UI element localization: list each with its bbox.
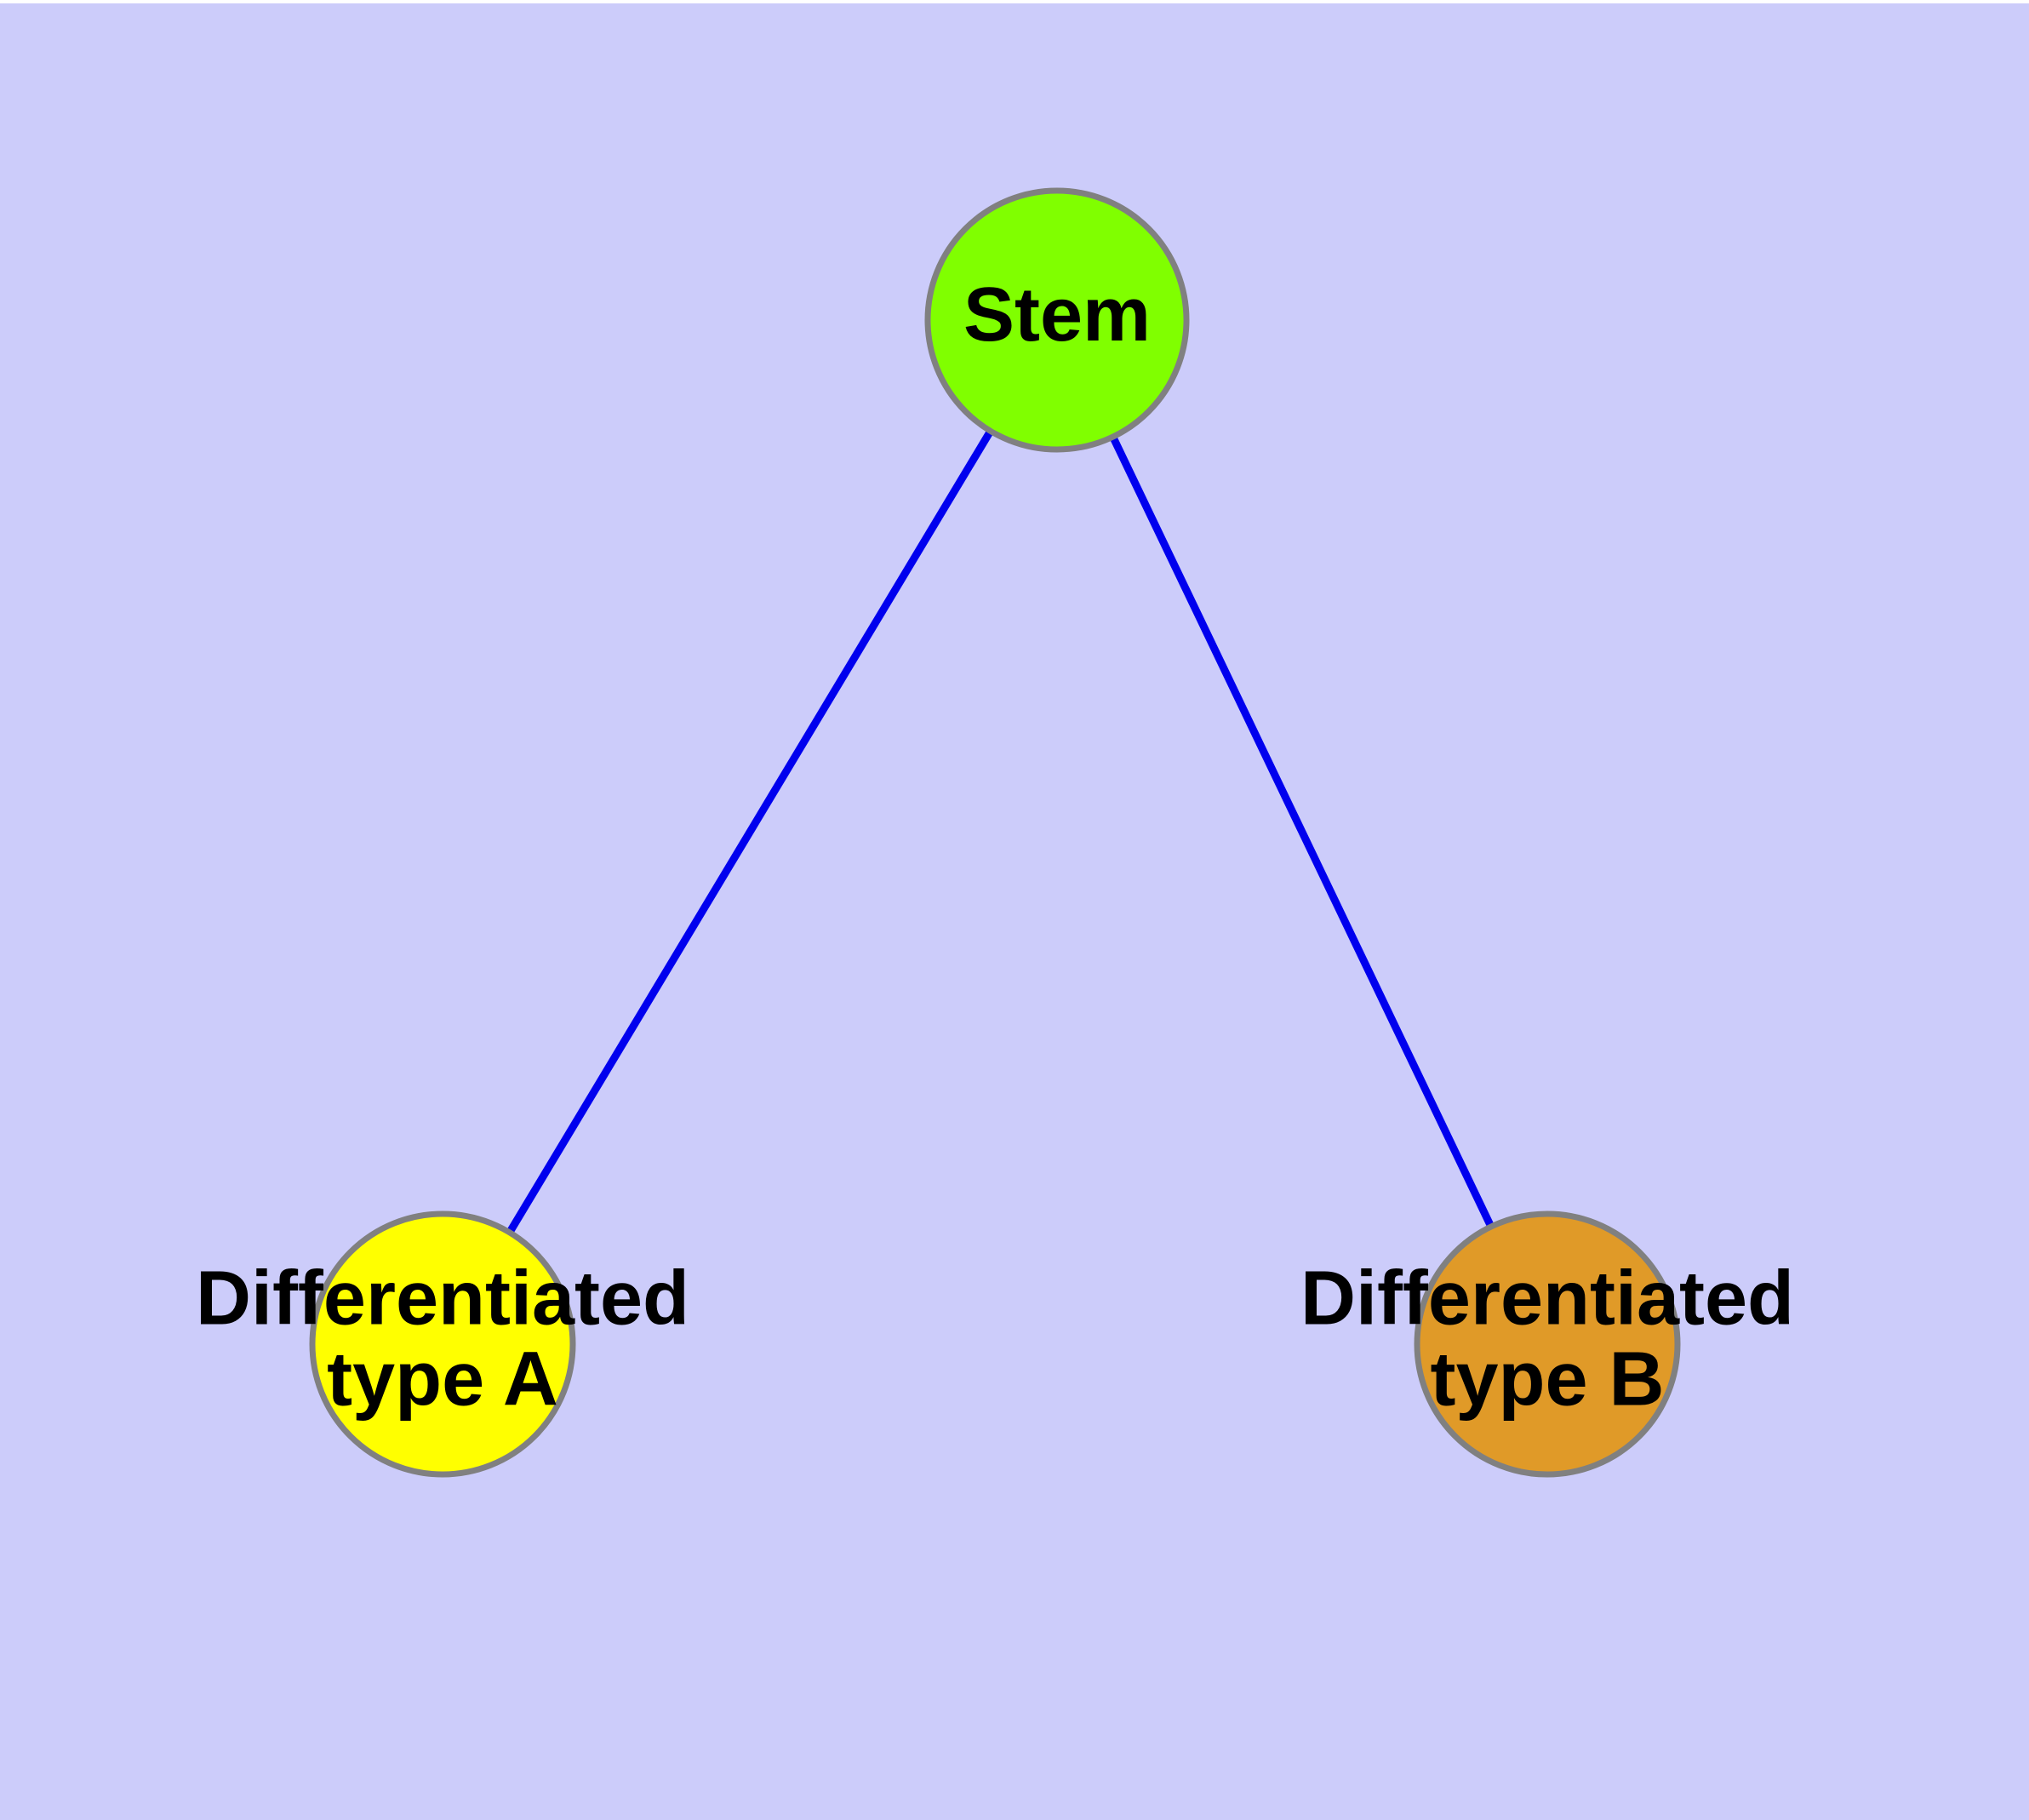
- node-label-stem: Stem: [963, 272, 1151, 358]
- node-diff_a[interactable]: [309, 1210, 576, 1478]
- node-label-line: type A: [327, 1336, 558, 1422]
- edge-stem-diff-a: [506, 430, 993, 1233]
- edge-stem-diff-b: [1110, 436, 1495, 1228]
- node-label-line: Differentiated: [1300, 1256, 1794, 1341]
- node-diff_b[interactable]: [1414, 1210, 1681, 1478]
- node-label-line: type B: [1430, 1336, 1664, 1422]
- node-label-line: Differentiated: [196, 1256, 689, 1341]
- nodes-group: [309, 187, 1681, 1478]
- edges-group: [506, 430, 1495, 1233]
- node-stem[interactable]: [924, 187, 1190, 453]
- node-label-line: Stem: [963, 272, 1151, 358]
